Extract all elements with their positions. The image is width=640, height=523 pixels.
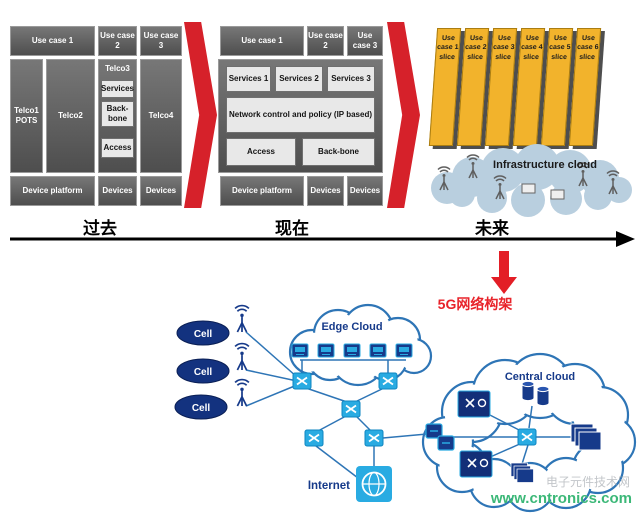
- present-devices-1: Devices: [307, 176, 344, 206]
- past-telco4-block: Telco4: [140, 59, 182, 173]
- timeline-label-past: 过去: [83, 219, 117, 238]
- past-devices-2: Devices: [140, 176, 182, 206]
- timeline-arrow: [10, 231, 635, 247]
- past-telco1-block: Telco1 POTS: [10, 59, 43, 173]
- edge-cloud-label: Edge Cloud: [321, 321, 382, 333]
- database-icon: [536, 385, 550, 407]
- internet-label: Internet: [308, 480, 350, 492]
- infra-device-icon: [521, 183, 536, 194]
- past-use-case-2: Use case 2: [98, 26, 137, 56]
- network-function-icon: [459, 450, 493, 478]
- cell-antenna-icon: [234, 378, 250, 407]
- cell-label: Cell: [194, 329, 213, 340]
- past-telco2-block: Telco2: [46, 59, 95, 173]
- present-backbone: Back-bone: [302, 138, 375, 166]
- connection-lines: [245, 331, 572, 479]
- server-stack-icon: [510, 462, 534, 483]
- switch-icon: [304, 429, 324, 447]
- core-switch-icon: [517, 428, 537, 446]
- cell-antenna-icon: [234, 304, 250, 333]
- internet-globe-icon: [356, 466, 392, 502]
- present-device-platform: Device platform: [220, 176, 304, 206]
- edge-server-icon: [369, 343, 387, 358]
- present-services-3: Services 3: [327, 66, 375, 92]
- database-icon: [521, 380, 535, 402]
- switch-icon: [364, 429, 384, 447]
- past-telco3-services: Services: [101, 80, 134, 98]
- present-services-1: Services 1: [226, 66, 271, 92]
- 5g-architecture-title: 5G网络构架: [437, 296, 513, 312]
- past-use-case-3: Use case 3: [140, 26, 182, 56]
- server-stack-icon: [570, 423, 602, 451]
- past-telco3-backbone: Back-bone: [101, 101, 134, 127]
- switch-icon: [378, 372, 398, 390]
- timeline-label-present: 现在: [275, 219, 309, 238]
- edge-server-icon: [395, 343, 413, 358]
- switch-icon: [292, 372, 312, 390]
- cell-node-1: Cell: [176, 320, 230, 346]
- down-arrow: [491, 251, 517, 294]
- present-use-case-3: Use case 3: [347, 26, 383, 56]
- cell-label: Cell: [192, 403, 211, 414]
- edge-server-icon: [343, 343, 361, 358]
- central-cloud-label: Central cloud: [505, 371, 575, 383]
- present-use-case-1: Use case 1: [220, 26, 304, 56]
- present-use-case-2: Use case 2: [307, 26, 344, 56]
- cell-node-2: Cell: [176, 358, 230, 384]
- cell-antenna-icon: [234, 342, 250, 371]
- timeline-label-future: 未来: [475, 219, 509, 238]
- past-use-case-1: Use case 1: [10, 26, 95, 56]
- switch-icon: [341, 400, 361, 418]
- edge-server-icon: [317, 343, 335, 358]
- gateway-icon: [437, 435, 455, 451]
- present-services-2: Services 2: [275, 66, 323, 92]
- past-devices-1: Devices: [98, 176, 137, 206]
- infrastructure-cloud: Infrastructure cloud: [431, 144, 632, 217]
- watermark-site: www.cntronics.com: [490, 490, 632, 507]
- past-device-platform: Device platform: [10, 176, 95, 206]
- past-telco3-label: Telco3: [105, 64, 130, 74]
- past-telco3-access: Access: [101, 138, 134, 158]
- edge-server-icon: [291, 343, 309, 358]
- cell-label: Cell: [194, 367, 213, 378]
- present-devices-2: Devices: [347, 176, 383, 206]
- infra-device-icon: [550, 189, 565, 200]
- present-access: Access: [226, 138, 296, 166]
- watermark-faint: 电子元件技术网: [545, 475, 630, 489]
- cell-node-3: Cell: [174, 394, 228, 420]
- present-network-control: Network control and policy (IP based): [226, 97, 375, 133]
- network-function-icon: [457, 390, 491, 418]
- infrastructure-cloud-label: Infrastructure cloud: [493, 159, 597, 171]
